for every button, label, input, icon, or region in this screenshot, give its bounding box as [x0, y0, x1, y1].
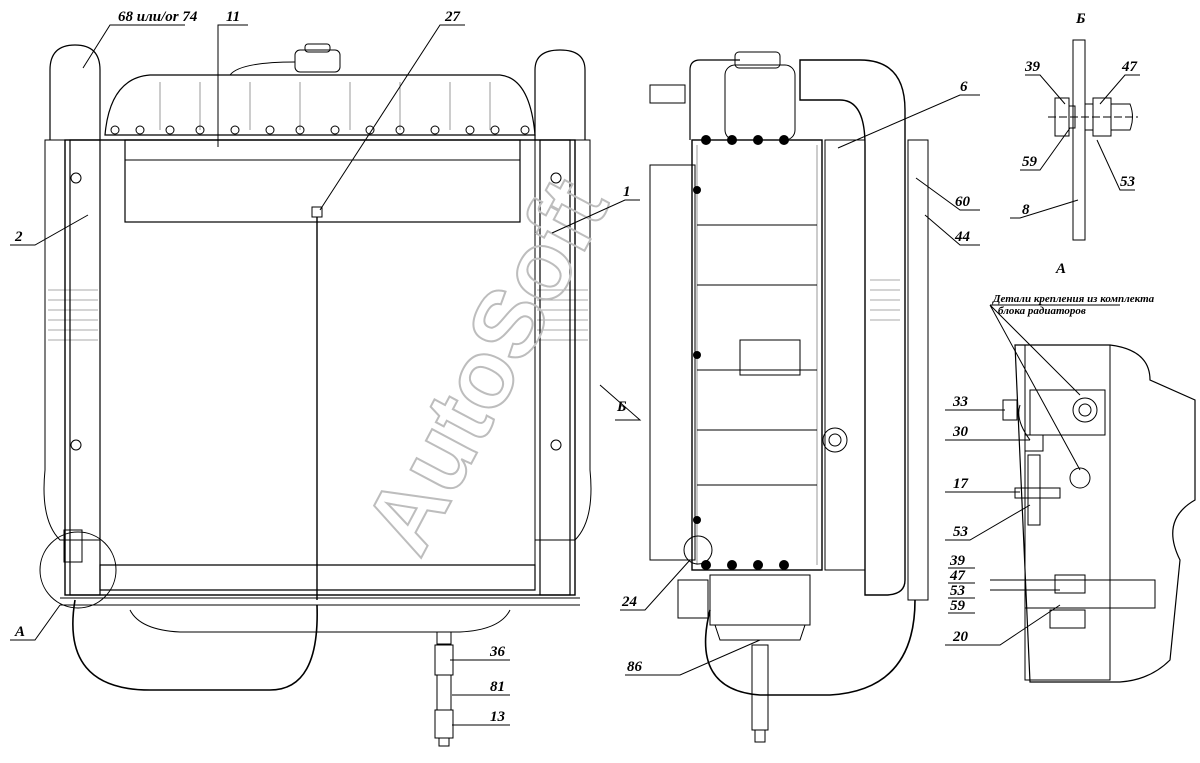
section-title-b: Б [1075, 11, 1086, 27]
callout-36: 36 [489, 644, 506, 660]
callout-13: 13 [490, 709, 506, 725]
callout-1: 1 [623, 184, 631, 200]
callout-68-or-74: 68 или/or 74 [118, 9, 198, 25]
callout-53-a: 53 [953, 524, 969, 540]
filler-cap [294, 49, 341, 73]
note-line-1: Детали крепления из комплекта [992, 293, 1155, 305]
side-bolts [693, 135, 789, 570]
callout-53: 53 [1120, 174, 1136, 190]
drain-tap [434, 631, 454, 747]
front-view [39, 43, 592, 747]
side-outlet-pipe [799, 59, 906, 596]
callout-27: 27 [444, 9, 461, 25]
callout-a: А [14, 624, 25, 640]
side-post-right [539, 139, 571, 596]
side-view [649, 51, 929, 743]
detail-a-circle [39, 531, 117, 609]
callouts: 68 или/or 74 11 27 1 2 А 36 81 13 6 60 4… [14, 9, 1138, 725]
callout-47-a: 47 [949, 568, 966, 584]
callout-59-a: 59 [950, 598, 966, 614]
callout-6: 6 [960, 79, 968, 95]
callout-39: 39 [1024, 59, 1041, 75]
drain-hose [72, 599, 318, 691]
callout-20: 20 [952, 629, 969, 645]
watermark: AutoSoft [344, 162, 629, 570]
callout-53-b: 53 [950, 583, 966, 599]
callout-8: 8 [1022, 202, 1030, 218]
callout-59: 59 [1022, 154, 1038, 170]
callout-30: 30 [952, 424, 969, 440]
detail-b [1048, 39, 1138, 241]
callout-86: 86 [627, 659, 643, 675]
callout-47: 47 [1121, 59, 1138, 75]
callout-b: Б [616, 399, 627, 415]
callout-60: 60 [955, 194, 971, 210]
left-inlet-pipe [49, 44, 101, 140]
callout-39-a: 39 [949, 553, 966, 569]
side-core [691, 139, 823, 571]
right-inlet-pipe [534, 49, 586, 140]
leader-lines [10, 24, 1140, 726]
note-line-2: блока радиаторов [998, 305, 1086, 317]
section-title-a: А [1055, 261, 1066, 277]
callout-24: 24 [621, 594, 638, 610]
callout-11: 11 [226, 9, 240, 25]
detail-a [990, 344, 1196, 683]
callout-17: 17 [953, 476, 969, 492]
side-post-left [69, 139, 101, 596]
callout-44: 44 [954, 229, 971, 245]
callout-2: 2 [14, 229, 23, 245]
callout-81: 81 [490, 679, 505, 695]
callout-33: 33 [952, 394, 969, 410]
top-bolt-row [110, 125, 530, 135]
shroud-top [124, 139, 521, 223]
